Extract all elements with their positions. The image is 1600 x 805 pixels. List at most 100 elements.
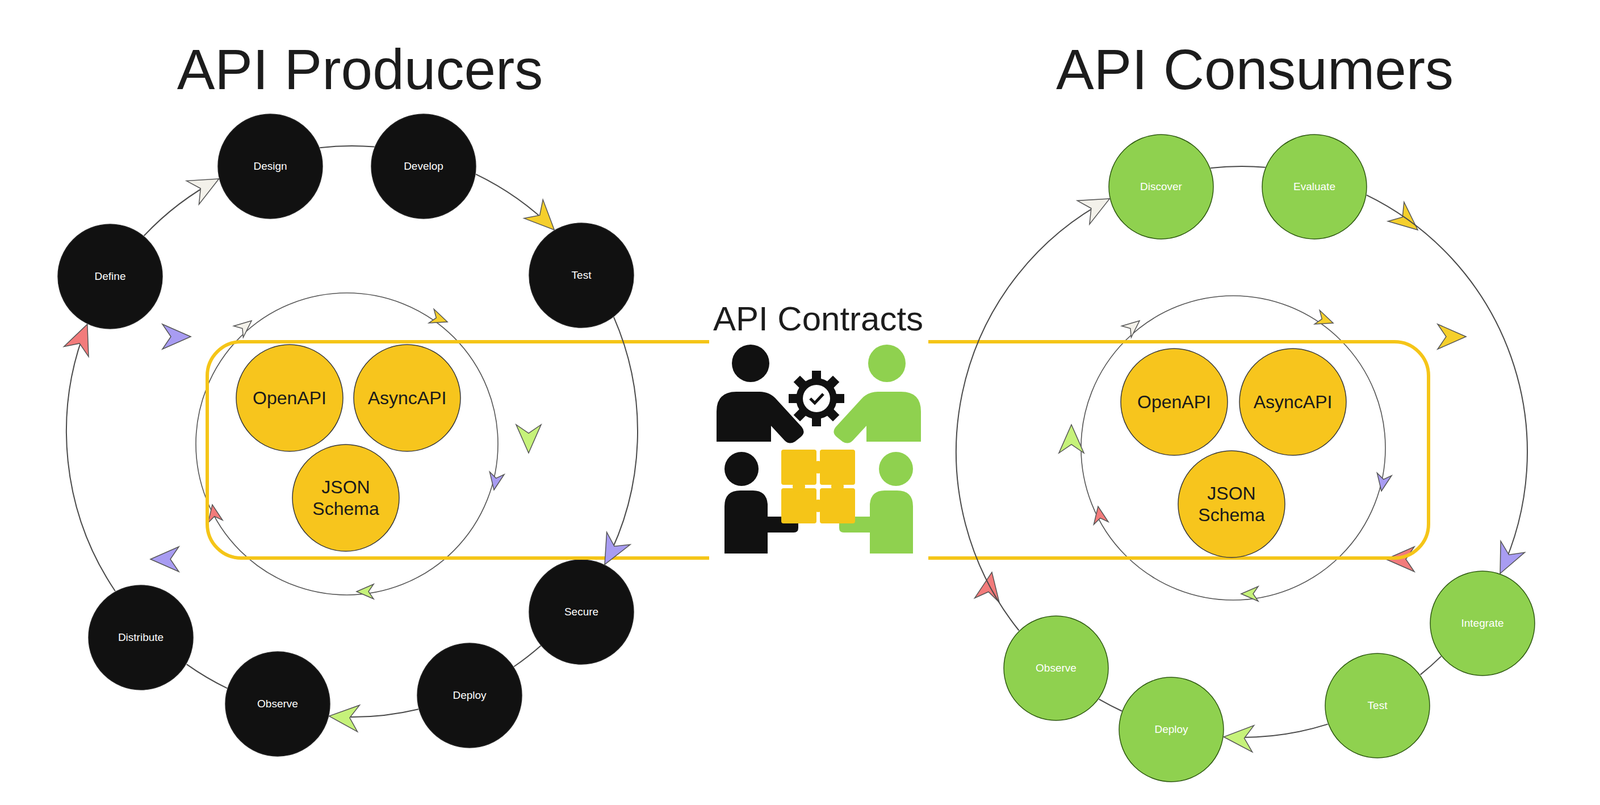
circle-shape <box>417 643 522 748</box>
arrowhead <box>356 584 374 600</box>
node-text: Discover <box>1115 180 1207 194</box>
circle-shape <box>1178 450 1285 558</box>
arrowhead <box>186 178 220 205</box>
circle-shape <box>1003 616 1109 721</box>
cycle-line <box>956 198 1110 631</box>
cycle-connector <box>513 646 541 668</box>
cycle-connector <box>144 178 220 236</box>
arrowhead <box>64 324 89 357</box>
circle-shape <box>371 114 476 219</box>
spec-circle: AsyncAPI <box>1238 348 1347 456</box>
circle-shape <box>236 344 343 452</box>
cycle-line <box>1366 195 1528 575</box>
circle-shape <box>1177 450 1286 559</box>
phase-circle: Discover <box>1108 133 1214 240</box>
node-text: Design <box>224 160 316 174</box>
node-label: JSON Schema <box>303 476 389 521</box>
band-outline <box>207 341 1429 559</box>
arrowhead <box>516 424 542 454</box>
circle-shape <box>529 559 634 665</box>
node-text: Secure <box>535 605 627 619</box>
cycle-connector <box>475 174 555 230</box>
spec-circle: OpenAPI <box>1120 348 1229 456</box>
node-label: Deploy <box>424 689 515 703</box>
arrowhead <box>604 532 631 565</box>
cycle-connector <box>1210 166 1266 169</box>
node-label: Test <box>1332 699 1423 713</box>
phase-circle: Secure <box>528 559 635 665</box>
arrowhead <box>162 324 191 350</box>
circle-shape <box>1262 134 1367 240</box>
cycle-line <box>1099 699 1122 712</box>
circle-shape <box>292 444 400 552</box>
circle-shape <box>1325 653 1430 758</box>
arrowhead <box>1374 472 1392 493</box>
circle-shape <box>88 585 194 690</box>
node-text: Deploy <box>424 689 515 703</box>
node-text: Observe <box>1010 662 1102 676</box>
phase-circle: Observe <box>224 651 331 757</box>
spec-circle: OpenAPI <box>235 344 344 452</box>
arrowhead <box>1077 198 1110 225</box>
phase-circle: Develop <box>370 113 477 220</box>
arrowhead <box>1223 725 1254 753</box>
node-text: Test <box>535 269 627 283</box>
gear-icon <box>788 370 845 427</box>
decor-arrows <box>150 202 1467 603</box>
phase-circle: Observe <box>1003 615 1109 722</box>
node-text: JSON Schema <box>303 476 389 521</box>
arrowhead <box>1388 202 1427 240</box>
puzzle-icon <box>781 449 856 524</box>
band-title: API Contracts <box>713 299 924 339</box>
circle-shape <box>353 344 461 452</box>
arrowhead <box>1058 424 1084 454</box>
node-label: Deploy <box>1125 723 1217 737</box>
arrowhead <box>1500 541 1525 574</box>
contract-band: API ContractsOpenAPIAsyncAPIJSON SchemaO… <box>207 341 1429 559</box>
phase-circle: Deploy <box>416 642 523 749</box>
node-label: Discover <box>1115 180 1207 194</box>
cycle-connector <box>604 317 638 565</box>
arrowhead <box>233 315 257 338</box>
cycle-line <box>186 664 228 689</box>
cycle-connector <box>1366 195 1528 575</box>
node-text: AsyncAPI <box>1250 391 1336 413</box>
node-label: Define <box>64 270 156 284</box>
node-label: Design <box>224 160 316 174</box>
phase-circle: Define <box>57 223 163 330</box>
phase-circle: Evaluate <box>1261 133 1368 240</box>
node-label: Observe <box>232 697 324 711</box>
phase-circle: Test <box>528 222 635 329</box>
arrowhead <box>524 199 555 230</box>
spec-circle: AsyncAPI <box>353 344 462 452</box>
node-text: Distribute <box>95 631 187 645</box>
node-text: Deploy <box>1125 723 1217 737</box>
cycle-line <box>144 178 220 236</box>
node-text: OpenAPI <box>246 387 333 409</box>
arrowhead <box>329 705 360 732</box>
phase-circle: Test <box>1324 652 1431 759</box>
node-text: AsyncAPI <box>364 387 450 409</box>
cycle-line <box>604 317 638 565</box>
circle-shape <box>57 224 163 329</box>
person-icon <box>716 344 804 444</box>
node-label: OpenAPI <box>1131 391 1217 413</box>
phase-circle: Design <box>217 113 324 220</box>
cycle-connector <box>186 664 228 689</box>
node-label: Develop <box>378 160 469 174</box>
person-icon <box>833 344 921 444</box>
cycle-line <box>319 145 375 148</box>
spec-circle: JSON Schema <box>1177 450 1286 559</box>
node-text: Define <box>64 270 156 284</box>
node-label: OpenAPI <box>246 387 333 409</box>
phase-circle: Deploy <box>1118 676 1225 783</box>
cycle-connector <box>1420 656 1442 675</box>
inner-ring <box>195 292 498 596</box>
arrowhead <box>150 546 179 572</box>
circle-shape <box>218 114 323 219</box>
cycle-line <box>66 324 116 592</box>
arrowhead <box>1090 505 1109 525</box>
section-title: API Consumers <box>1056 36 1454 103</box>
circle-shape <box>1120 348 1228 456</box>
